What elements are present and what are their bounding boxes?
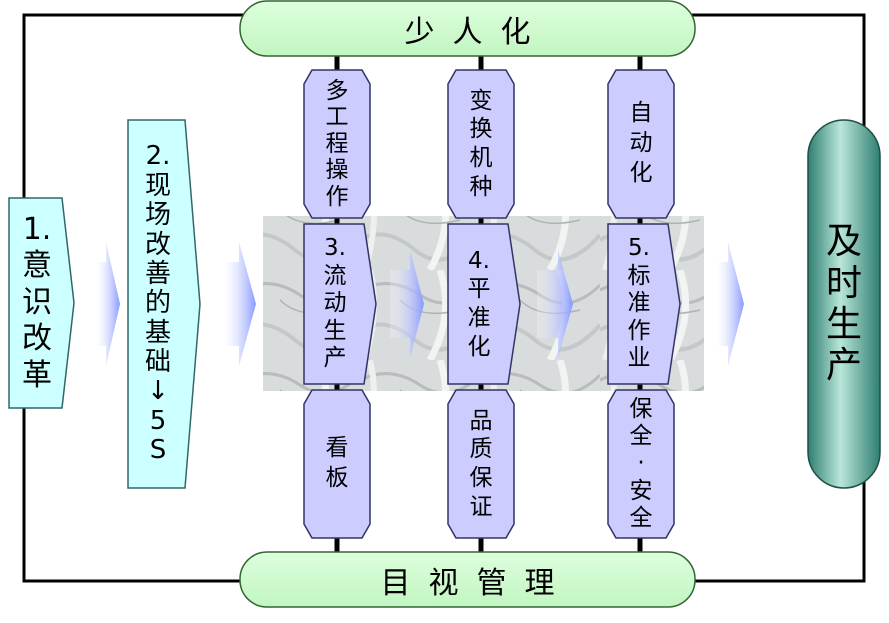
col3-top-char: 多 bbox=[325, 77, 349, 104]
col3-middle-label: 3. 流 动 生 产 bbox=[304, 224, 366, 384]
col4-bottom-char: 质 bbox=[469, 436, 493, 463]
down-arrow-icon: ↓ bbox=[147, 376, 169, 407]
col5-top-label: 自 动 化 bbox=[608, 70, 674, 218]
arrow-3 bbox=[390, 250, 424, 358]
col3-top-char: 程 bbox=[325, 130, 349, 157]
col4-bottom-char: 证 bbox=[469, 493, 493, 520]
step2-char: 场 bbox=[144, 200, 171, 231]
col3-top-char: 工 bbox=[325, 104, 349, 131]
result-label: 及 时 生 产 bbox=[808, 120, 880, 488]
col5-middle-char: 准 bbox=[627, 290, 651, 317]
col3-bottom-label: 看 板 bbox=[304, 390, 370, 538]
flow-arrows bbox=[96, 242, 744, 366]
col4-middle-char: 平 bbox=[467, 276, 491, 303]
col4-top-char: 机 bbox=[469, 145, 493, 171]
col3-number: 3. bbox=[324, 235, 346, 262]
col3-top-label: 多 工 程 操 作 bbox=[304, 70, 370, 218]
step2-char: 改 bbox=[144, 229, 171, 260]
step1-shape bbox=[8, 197, 75, 409]
col5-top-char: 化 bbox=[629, 159, 653, 186]
result-char: 时 bbox=[825, 262, 862, 304]
col3-top-shape bbox=[303, 69, 371, 219]
col5-top-char: 自 bbox=[629, 100, 653, 127]
col5-middle-char: 作 bbox=[627, 317, 651, 344]
col3-top-char: 操 bbox=[325, 157, 349, 184]
col5-bottom-char: 全 bbox=[629, 423, 653, 450]
col4-bottom-char: 品 bbox=[469, 407, 493, 434]
result-char: 产 bbox=[825, 345, 862, 387]
step2-char: 的 bbox=[144, 288, 171, 319]
result-char: 生 bbox=[825, 304, 862, 345]
step1-label: 1. 意 识 改 革 bbox=[9, 198, 65, 408]
col5-bottom-shape bbox=[607, 389, 675, 539]
bottom-char: 视 bbox=[428, 565, 459, 601]
col3-middle-shape bbox=[303, 223, 377, 385]
step1-char: 意 bbox=[22, 248, 52, 284]
step2-number: 2. bbox=[145, 141, 171, 172]
col5-top-shape bbox=[607, 69, 675, 219]
arrow-5 bbox=[716, 242, 744, 366]
col4-middle-label: 4. 平 准 化 bbox=[448, 224, 510, 384]
col4-top-shape bbox=[447, 69, 515, 219]
col4-top-char: 种 bbox=[469, 173, 493, 200]
col3-top-char: 作 bbox=[325, 183, 349, 210]
col4-bottom-shape bbox=[447, 389, 515, 539]
col5-bottom-char: 安 bbox=[629, 477, 653, 504]
bottom-char: 管 bbox=[476, 565, 507, 601]
col4-bottom-char: 保 bbox=[469, 465, 493, 491]
result-shape bbox=[807, 119, 881, 489]
step2-shape bbox=[127, 119, 201, 489]
bottom-pill bbox=[239, 551, 696, 608]
step2-tail: S bbox=[149, 435, 167, 466]
top-pill bbox=[239, 0, 696, 57]
arrow-4 bbox=[537, 250, 573, 358]
step2-char: 础 bbox=[144, 347, 171, 378]
col4-top-char: 变 bbox=[469, 87, 493, 114]
step1-char: 革 bbox=[22, 357, 52, 393]
bottom-char: 理 bbox=[524, 565, 555, 601]
result-char: 及 bbox=[825, 221, 862, 263]
step2-char: 善 bbox=[144, 258, 171, 289]
col5-middle-char: 业 bbox=[627, 345, 651, 372]
col3-middle-char: 产 bbox=[323, 345, 347, 372]
col3-middle-char: 生 bbox=[323, 317, 347, 344]
col5-middle-char: 标 bbox=[627, 262, 651, 289]
step1-char: 改 bbox=[22, 321, 52, 357]
arrow-2 bbox=[223, 242, 256, 366]
top-char: 人 bbox=[452, 14, 483, 50]
step2-char: 现 bbox=[144, 170, 171, 201]
col5-number: 5. bbox=[628, 235, 650, 262]
col5-bottom-char: 保 bbox=[629, 396, 653, 423]
col5-middle-label: 5. 标 准 作 业 bbox=[608, 224, 670, 384]
col4-middle-char: 化 bbox=[467, 333, 491, 360]
col4-middle-char: 准 bbox=[467, 305, 491, 331]
col5-bottom-label: 保 全 · 安 全 bbox=[608, 390, 674, 538]
col3-middle-char: 动 bbox=[323, 290, 347, 317]
col3-middle-char: 流 bbox=[323, 262, 347, 289]
step1-number: 1. bbox=[22, 211, 52, 247]
col4-middle-shape bbox=[447, 223, 521, 385]
top-pill-label: 少 人 化 bbox=[240, 1, 695, 56]
step2-tail: 5 bbox=[149, 405, 167, 436]
bottom-char: 目 bbox=[380, 565, 411, 601]
col4-number: 4. bbox=[468, 247, 490, 274]
arrow-1 bbox=[96, 242, 120, 366]
col3-bottom-char: 看 bbox=[325, 435, 349, 462]
top-char: 少 bbox=[404, 14, 435, 50]
col4-top-label: 变 换 机 种 bbox=[448, 70, 514, 218]
top-char: 化 bbox=[500, 14, 531, 50]
col4-bottom-label: 品 质 保 证 bbox=[448, 390, 514, 538]
col4-top-char: 换 bbox=[469, 116, 493, 143]
col3-bottom-char: 板 bbox=[325, 465, 349, 491]
col5-bottom-char: 全 bbox=[629, 504, 653, 531]
step2-label: 2. 现 场 改 善 的 基 础 ↓ 5 S bbox=[128, 124, 188, 484]
step2-char: 基 bbox=[144, 317, 171, 348]
col5-middle-shape bbox=[607, 223, 681, 385]
col3-bottom-shape bbox=[303, 389, 371, 539]
col5-bottom-char: · bbox=[637, 450, 645, 477]
col5-top-char: 动 bbox=[629, 130, 653, 157]
step1-char: 识 bbox=[22, 284, 52, 320]
bottom-pill-label: 目 视 管 理 bbox=[240, 552, 695, 607]
